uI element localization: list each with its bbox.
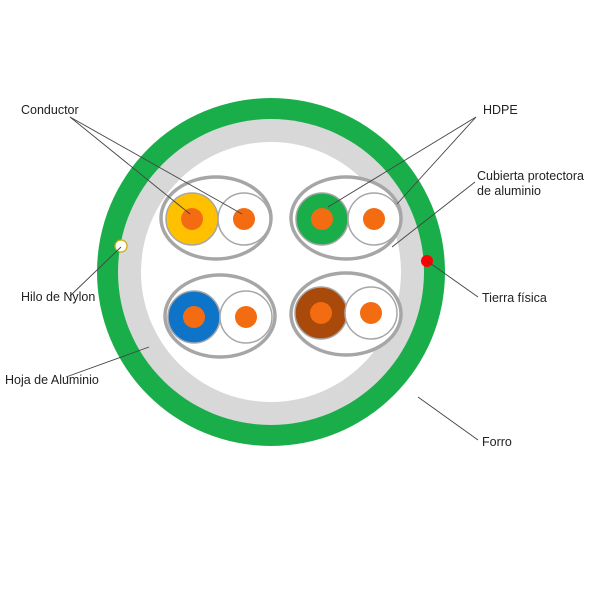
conductor-white-blue: [235, 306, 257, 328]
label-jacket: Forro: [482, 435, 512, 449]
conductor-blue: [183, 306, 205, 328]
conductor-white-green: [363, 208, 385, 230]
leader-shield: [391, 181, 476, 248]
leader-hdpe-2: [396, 116, 477, 205]
label-ground: Tierra física: [482, 291, 547, 305]
nylon-thread: [114, 239, 128, 253]
conductor-white-orange: [233, 208, 255, 230]
label-foil: Hoja de Aluminio: [5, 373, 99, 387]
leader-conductor-2: [69, 116, 243, 215]
leader-foil: [65, 346, 150, 378]
pair-orange: [159, 175, 273, 261]
conductor-orange: [181, 208, 203, 230]
leader-nylon: [69, 246, 122, 297]
label-hdpe: HDPE: [483, 103, 518, 117]
leader-lines: [65, 116, 479, 441]
label-conductor: Conductor: [21, 103, 79, 117]
label-shield-line1: Cubierta protectora: [477, 169, 584, 183]
leader-jacket: [417, 396, 479, 441]
leader-ground: [426, 260, 479, 298]
conductor-green: [311, 208, 333, 230]
conductor-brown: [310, 302, 332, 324]
conductor-white-brown: [360, 302, 382, 324]
label-shield-line2: de aluminio: [477, 184, 541, 198]
pair-blue: [163, 273, 277, 359]
leader-hdpe-1: [327, 116, 477, 208]
pair-brown: [289, 271, 403, 357]
pair-green: [289, 175, 403, 261]
leader-conductor-1: [69, 116, 191, 215]
label-nylon: Hilo de Nylon: [21, 290, 95, 304]
